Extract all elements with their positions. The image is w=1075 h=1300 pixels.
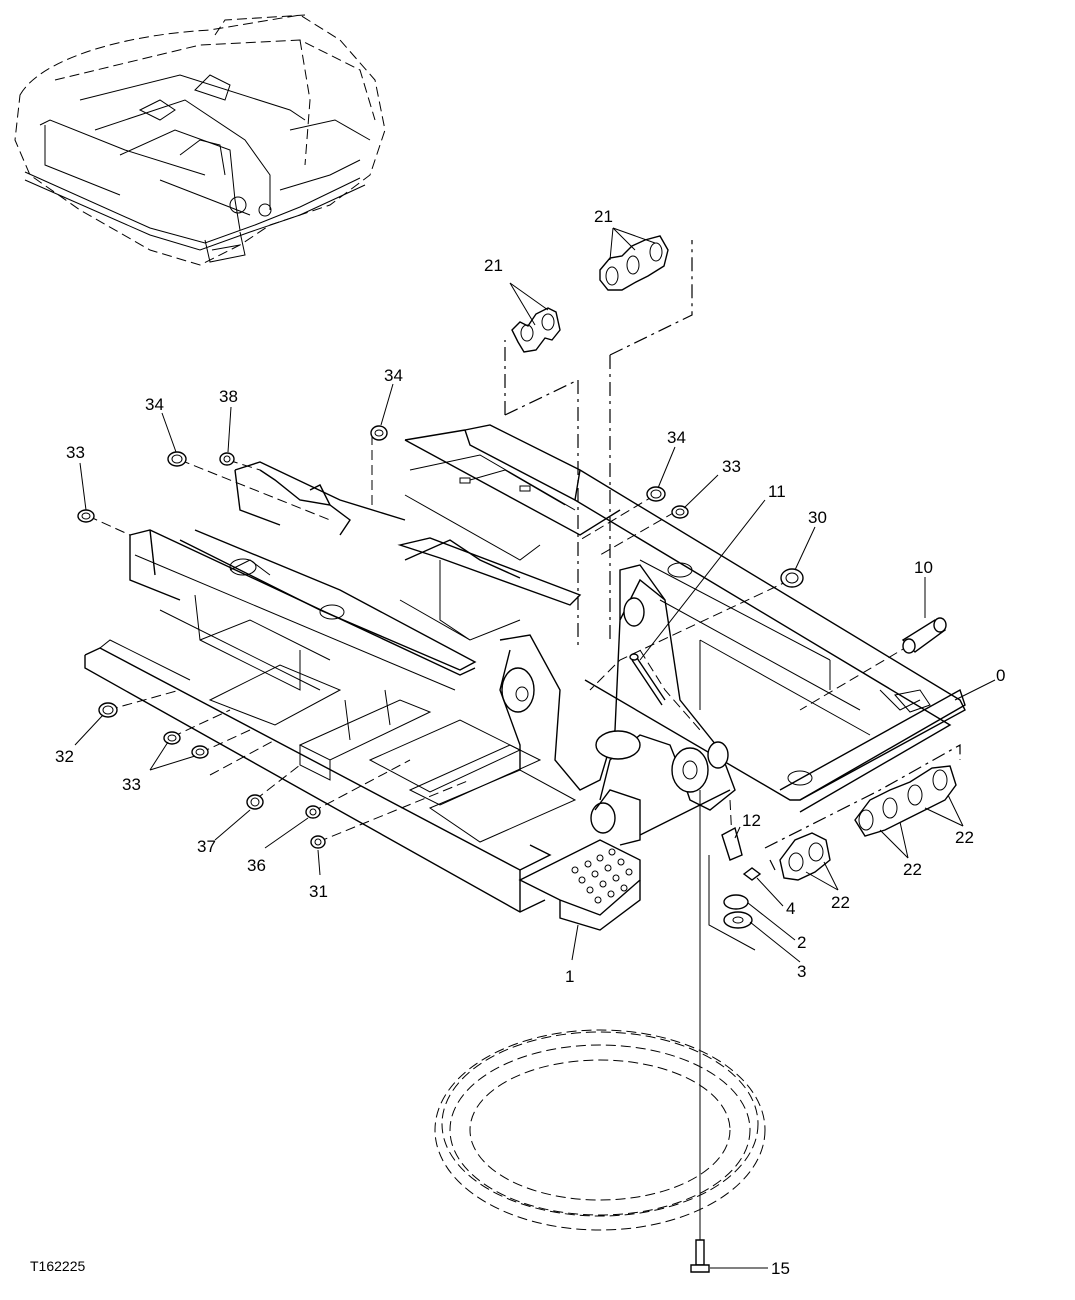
callout-1: 1 [565, 967, 574, 986]
bolt-15 [690, 1239, 710, 1273]
seal-32 [98, 702, 118, 718]
ring-31 [310, 835, 326, 849]
ring-33-right [671, 505, 689, 519]
callout-12: 12 [742, 811, 761, 830]
pin-12 [721, 826, 743, 861]
ring-37 [246, 794, 264, 810]
callout-10: 10 [914, 558, 933, 577]
machine-overview-thumbnail [14, 14, 386, 266]
ring-33-left [77, 509, 95, 523]
callout-31: 31 [309, 882, 328, 901]
callout-0: 0 [996, 666, 1005, 685]
callout-leaders [74, 227, 996, 1269]
main-frame [84, 424, 966, 931]
plate-2 [723, 894, 749, 910]
callout-33-lower: 33 [122, 775, 141, 794]
callout-11: 11 [768, 482, 786, 501]
callout-22-mid: 22 [903, 860, 922, 879]
callout-22-right: 22 [955, 828, 974, 847]
shim-3 [723, 911, 753, 929]
seal-ring-34-left [167, 451, 187, 467]
callout-15: 15 [771, 1259, 790, 1278]
callout-3: 3 [797, 962, 806, 981]
leader-lines [87, 435, 961, 1240]
bolt-4 [742, 867, 762, 881]
seal-ring-34-right [646, 486, 666, 502]
callout-34-left: 34 [145, 395, 164, 414]
callout-32: 32 [55, 747, 74, 766]
ring-33-lower-b [191, 745, 209, 759]
callout-4: 4 [786, 899, 795, 918]
ring-33-lower-a [163, 731, 181, 745]
callout-38: 38 [219, 387, 238, 406]
step-plate-holes [571, 848, 633, 904]
pin-10 [901, 617, 947, 654]
callout-2: 2 [797, 933, 806, 952]
parts [77, 425, 957, 1273]
seal-30 [780, 568, 804, 588]
callout-34-top: 34 [384, 366, 403, 385]
callout-33-right: 33 [722, 457, 741, 476]
shim-group-22 [779, 765, 957, 881]
callout-33-left: 33 [66, 443, 85, 462]
seal-ring-34-top [370, 425, 388, 441]
callout-21-right: 21 [594, 207, 613, 226]
shim-group-21-upper [504, 235, 693, 650]
ring-36 [305, 805, 321, 819]
callout-36: 36 [247, 856, 266, 875]
callout-30: 30 [808, 508, 827, 527]
bolt-11 [629, 653, 666, 706]
callout-21-left: 21 [484, 256, 503, 275]
ring-38 [219, 452, 235, 466]
swing-bearing [434, 1029, 766, 1231]
callout-37: 37 [197, 837, 216, 856]
figure-id: T162225 [30, 1258, 85, 1274]
callout-34-right: 34 [667, 428, 686, 447]
callout-labels: 21 21 34 34 34 38 33 33 33 11 30 10 0 32… [55, 207, 1005, 1278]
callout-22-left: 22 [831, 893, 850, 912]
